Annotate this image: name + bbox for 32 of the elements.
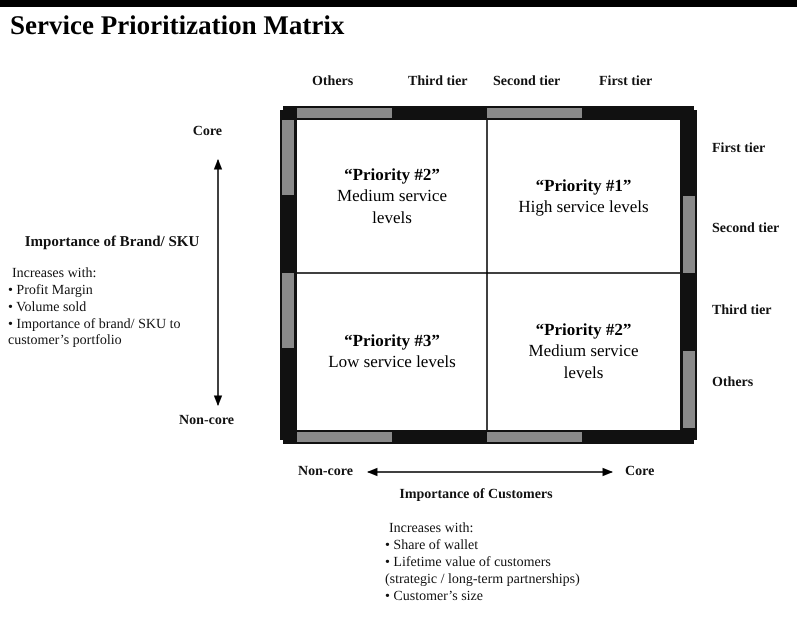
list-item: (strategic / long-term partnerships) — [385, 572, 580, 588]
list-item: • Volume sold — [8, 300, 86, 316]
title: Service Prioritization Matrix — [10, 10, 344, 41]
priority-heading: “Priority #1” — [536, 176, 632, 196]
axis-tier-label: First tier — [712, 141, 766, 158]
priority-heading: “Priority #2” — [344, 165, 440, 186]
axis-tier-label: Second tier — [712, 221, 780, 238]
axis-tier-label: Third tier — [408, 74, 468, 90]
axis-end-label: Core — [192, 124, 222, 140]
list-item: • Profit Margin — [8, 283, 93, 300]
axis-title: Importance of Customers — [398, 487, 554, 504]
service-level-text: Medium service levels — [528, 340, 640, 383]
axis-tier-label: Second tier — [493, 74, 560, 90]
list-item: • Lifetime value of customers — [385, 555, 551, 572]
axis-end-label: Non-core — [179, 413, 234, 430]
axis-tier-label: Others — [312, 74, 354, 90]
priority-heading: “Priority #3” — [344, 330, 440, 351]
axis-end-label: Core — [625, 464, 654, 480]
list-item: • Importance of brand/ SKU to customer’s portfolio — [8, 317, 182, 350]
priority-heading: “Priority #2” — [536, 320, 632, 340]
list-heading: Increases with: — [12, 266, 96, 282]
axis-tier-label: Others — [712, 375, 754, 392]
axis-tier-label: First tier — [599, 74, 652, 90]
list-heading: Increases with: — [389, 521, 474, 538]
service-level-text: Low service levels — [327, 350, 457, 372]
service-level-text: Medium service levels — [336, 185, 448, 228]
axis-title: Importance of Brand/ SKU — [24, 234, 200, 252]
axis-tier-label: Third tier — [712, 303, 772, 320]
list-item: • Share of wallet — [385, 538, 478, 554]
service-level-text: High service levels — [517, 196, 650, 218]
list-item: • Customer’s size — [385, 589, 483, 606]
axis-end-label: Non-core — [298, 464, 353, 480]
